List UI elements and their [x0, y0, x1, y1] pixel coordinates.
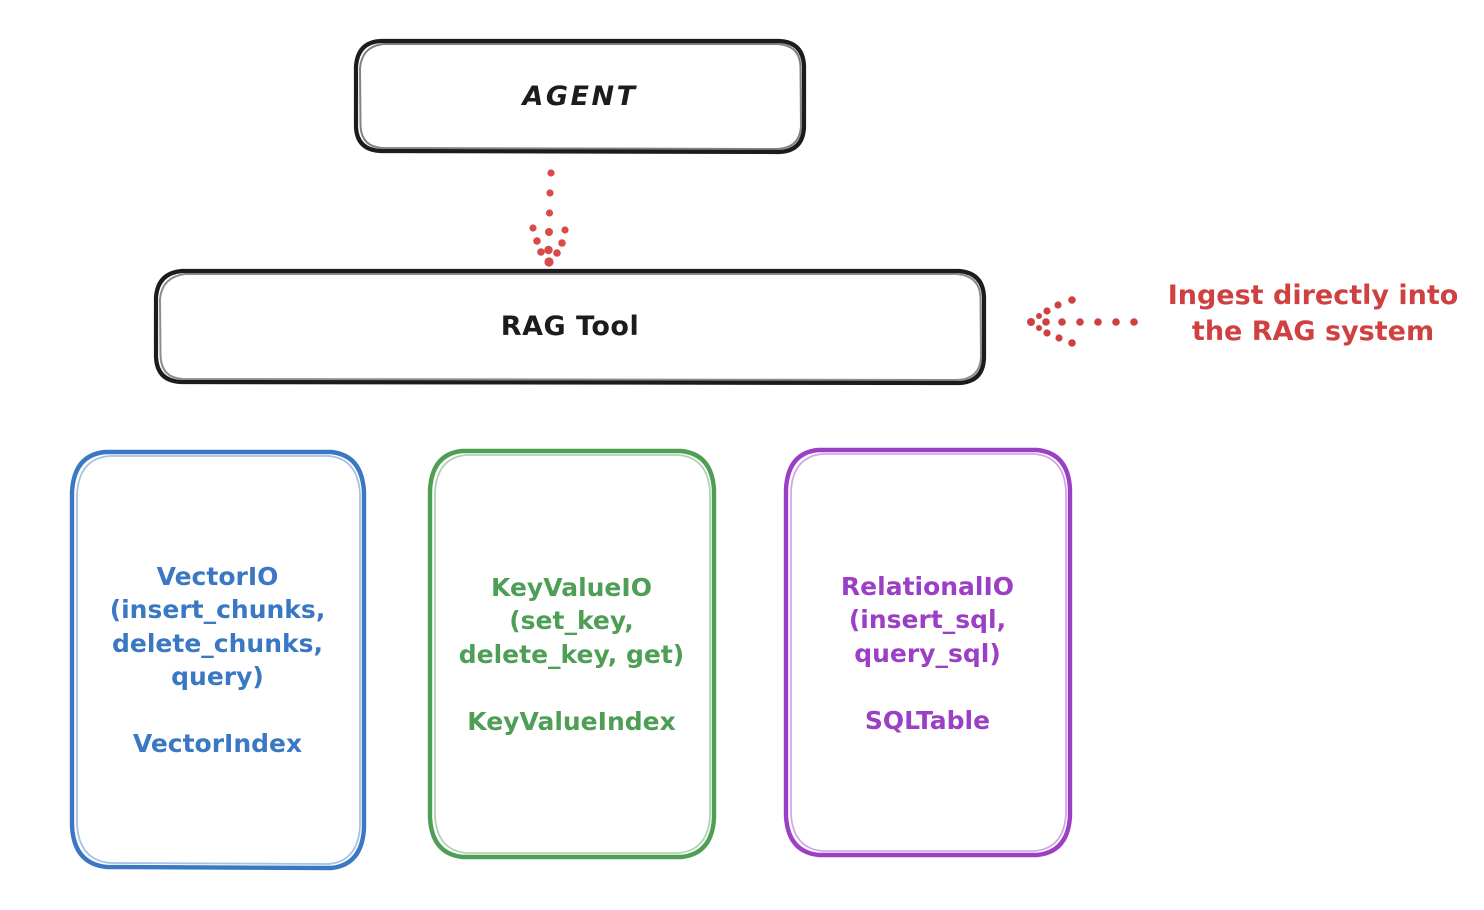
- keyvalueio-box-outline: [427, 448, 717, 860]
- agent-node[interactable]: AGENT: [355, 40, 805, 152]
- agent-to-ragtool-arrow: [529, 169, 569, 267]
- agent-label: AGENT: [522, 80, 638, 112]
- rag-tool-box-outline: [153, 268, 987, 386]
- ingest-arrow-icon: [1027, 296, 1138, 347]
- keyvalueio-node[interactable]: KeyValueIO (set_key, delete_key, get) Ke…: [428, 450, 715, 857]
- keyvalueio-index-label: KeyValueIndex: [467, 706, 676, 736]
- vectorio-box-outline: [69, 449, 367, 871]
- rag-tool-label: RAG Tool: [500, 311, 640, 342]
- vectorio-api-label: VectorIO (insert_chunks, delete_chunks, …: [109, 562, 326, 691]
- relationalio-node[interactable]: RelationalIO (insert_sql, query_sql) SQL…: [785, 450, 1070, 855]
- relationalio-api-label: RelationalIO (insert_sql, query_sql): [840, 572, 1015, 668]
- keyvalueio-api-label: KeyValueIO (set_key, delete_key, get): [458, 573, 685, 669]
- agent-box-outline: [353, 38, 807, 155]
- ingest-annotation-text: Ingest directly into the RAG system: [1167, 280, 1459, 347]
- rag-tool-node[interactable]: RAG Tool: [155, 270, 985, 383]
- vectorio-index-label: VectorIndex: [132, 729, 303, 758]
- vectorio-node[interactable]: VectorIO (insert_chunks, delete_chunks, …: [70, 450, 365, 868]
- relationalio-box-outline: [783, 447, 1073, 858]
- relationalio-index-label: SQLTable: [864, 705, 991, 735]
